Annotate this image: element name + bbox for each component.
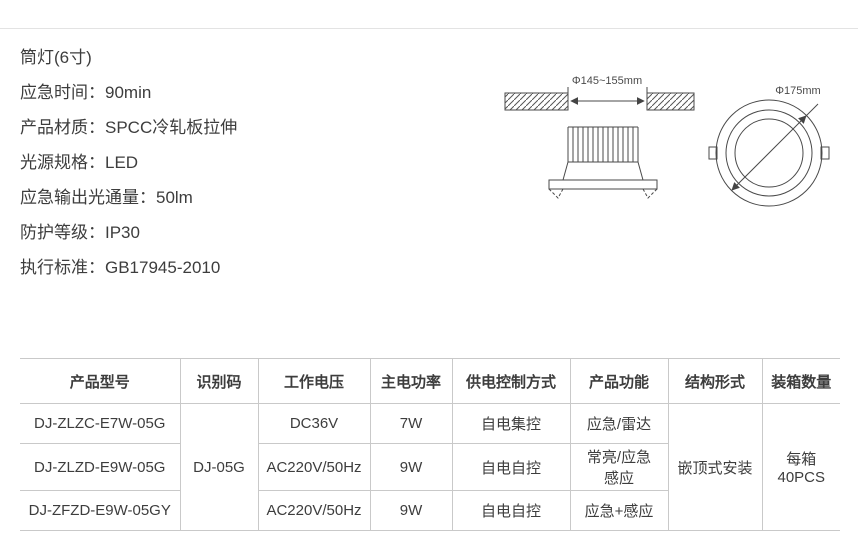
col-header-id-code: 识别码	[179, 358, 259, 404]
ceiling-cutout-diagram: Φ145~155mm	[504, 75, 695, 111]
cutout-dimension-label: Φ145~155mm	[572, 75, 642, 87]
cell-power: 9W	[369, 443, 453, 491]
cell-voltage: AC220V/50Hz	[257, 443, 371, 491]
table-header-row: 产品型号 识别码 工作电压 主电功率 供电控制方式 产品功能 结构形式 装箱数量	[20, 358, 840, 404]
top-divider	[0, 28, 858, 29]
cell-control: 自电集控	[451, 403, 571, 444]
spec-line-light-source: 光源规格：LED	[20, 153, 139, 172]
cell-function: 应急+感应	[569, 490, 669, 531]
table-row: DJ-ZLZD-E9W-05G AC220V/50Hz 9W 自电自控 常亮/应…	[20, 443, 840, 491]
col-header-voltage: 工作电压	[257, 358, 371, 404]
col-header-power: 主电功率	[369, 358, 453, 404]
technical-drawings: Φ145~155mm Φ175mm	[490, 58, 850, 283]
downlight-side-view	[548, 126, 658, 199]
table-row: DJ-ZFZD-E9W-05GY AC220V/50Hz 9W 自电自控 应急+…	[20, 490, 840, 531]
cell-voltage: AC220V/50Hz	[257, 490, 371, 531]
cell-id-code: DJ-05G	[179, 403, 259, 531]
cell-function: 常亮/应急 感应	[569, 443, 669, 491]
cell-model: DJ-ZLZD-E9W-05G	[20, 443, 181, 491]
downlight-front-view: Φ175mm	[708, 85, 830, 207]
cell-power: 9W	[369, 490, 453, 531]
col-header-structure: 结构形式	[667, 358, 763, 404]
col-header-model: 产品型号	[20, 358, 181, 404]
cell-control: 自电自控	[451, 490, 571, 531]
front-dimension-label: Φ175mm	[775, 85, 820, 97]
cell-control: 自电自控	[451, 443, 571, 491]
spec-line-standard: 执行标准：GB17945-2010	[20, 258, 221, 277]
table-row: DJ-ZLZC-E7W-05G DJ-05G DC36V 7W 自电集控 应急/…	[20, 403, 840, 531]
cell-structure: 嵌顶式安装	[667, 403, 763, 531]
col-header-packing: 装箱数量	[761, 358, 840, 404]
spec-line-material: 产品材质：SPCC冷轧板拉伸	[20, 118, 238, 137]
col-header-function: 产品功能	[569, 358, 669, 404]
cell-voltage: DC36V	[257, 403, 371, 444]
cell-packing: 每箱40PCS	[761, 403, 840, 531]
cell-function: 应急/雷达	[569, 403, 669, 444]
col-header-control-mode: 供电控制方式	[451, 358, 571, 404]
spec-list: 筒灯(6寸) 应急时间：90min 产品材质：SPCC冷轧板拉伸 光源规格：LE…	[20, 40, 237, 285]
cell-power: 7W	[369, 403, 453, 444]
cell-model: DJ-ZLZC-E7W-05G	[20, 403, 181, 444]
product-title: 筒灯(6寸)	[20, 48, 92, 67]
cell-model: DJ-ZFZD-E9W-05GY	[20, 490, 181, 531]
spec-line-emergency-time: 应急时间：90min	[20, 83, 152, 102]
spec-line-ip-rating: 防护等级：IP30	[20, 223, 140, 242]
spec-line-lumen: 应急输出光通量：50lm	[20, 188, 193, 207]
product-spec-table: 产品型号 识别码 工作电压 主电功率 供电控制方式 产品功能 结构形式 装箱数量…	[20, 358, 840, 531]
